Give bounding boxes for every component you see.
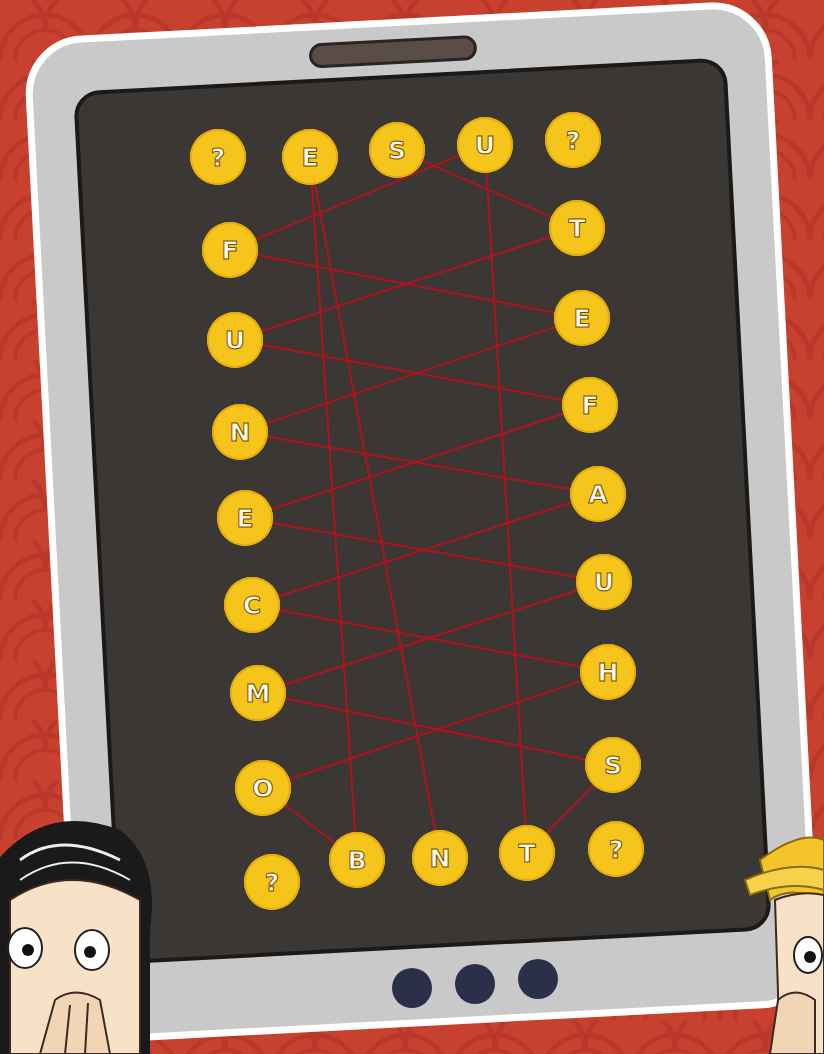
letter-coin: H [580, 644, 636, 700]
letter-coin: N [412, 830, 468, 886]
letter-text: ? [265, 870, 280, 895]
letter-coin: F [202, 222, 258, 278]
letter-text: T [568, 216, 585, 241]
letter-coin: T [549, 200, 605, 256]
letter-coin: ? [588, 821, 644, 877]
letter-text: ? [211, 145, 226, 170]
letter-text: U [594, 570, 614, 595]
letter-text: F [581, 393, 598, 418]
letter-text: B [347, 848, 366, 873]
letter-coin: ? [190, 129, 246, 185]
letter-coin: S [585, 737, 641, 793]
letter-text: E [236, 506, 253, 531]
letter-coin: S [369, 122, 425, 178]
letter-coin: U [457, 117, 513, 173]
letter-text: M [246, 681, 271, 706]
red-thread [263, 345, 563, 400]
red-thread [285, 591, 578, 685]
red-thread [267, 327, 556, 423]
letter-coin: F [562, 377, 618, 433]
letter-coin: U [576, 554, 632, 610]
letter-text: O [252, 776, 273, 801]
letter-coin: ? [545, 112, 601, 168]
letter-text: ? [566, 128, 581, 153]
letter-coin: C [224, 577, 280, 633]
letter-text: ? [609, 837, 624, 862]
red-thread [279, 503, 572, 597]
red-thread [285, 805, 335, 843]
letter-coin: T [499, 825, 555, 881]
red-thread [272, 414, 564, 510]
letter-coin: U [207, 312, 263, 368]
letter-coin: E [217, 490, 273, 546]
letter-text: E [573, 306, 590, 331]
letter-text: N [430, 846, 451, 871]
letter-coin: N [212, 404, 268, 460]
letter-text: A [588, 482, 607, 507]
letter-coin: B [329, 832, 385, 888]
letter-text: C [243, 593, 261, 618]
letter-text: N [230, 420, 251, 445]
letter-coin: E [554, 290, 610, 346]
letter-text: H [598, 660, 619, 685]
letter-coin: A [570, 466, 626, 522]
letter-coin: M [230, 665, 286, 721]
red-thread [487, 173, 526, 825]
red-thread [268, 437, 571, 489]
letter-text: S [604, 753, 622, 778]
red-thread [547, 785, 594, 833]
letter-text: U [475, 133, 495, 158]
letter-text: S [388, 138, 406, 163]
letter-coin: E [282, 129, 338, 185]
red-thread [290, 681, 582, 779]
letter-text: E [301, 145, 318, 170]
letter-coin: ? [244, 854, 300, 910]
red-thread [262, 237, 551, 332]
letter-text: F [221, 238, 238, 263]
letter-coin: O [235, 760, 291, 816]
letter-text: U [225, 328, 245, 353]
letter-text: T [518, 841, 535, 866]
